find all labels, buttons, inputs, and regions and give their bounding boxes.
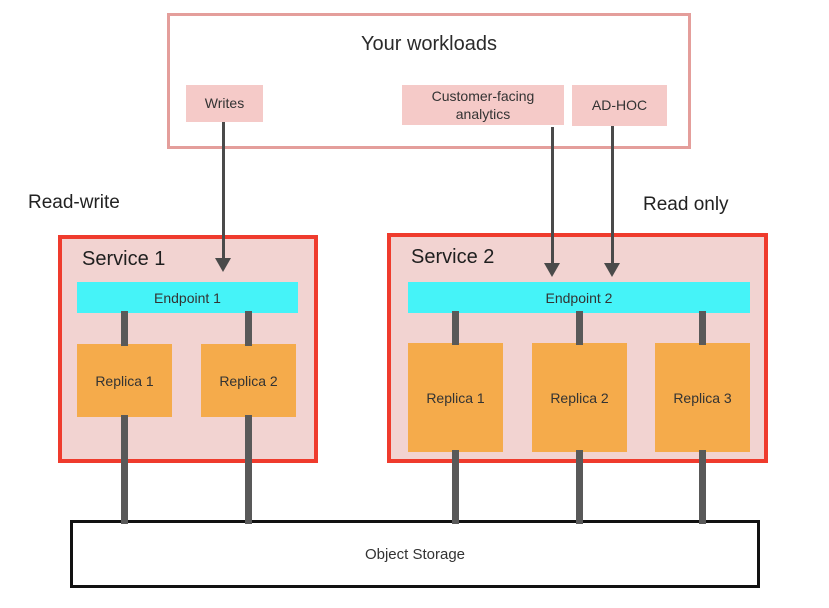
service-1-replica-2: Replica 2	[201, 344, 296, 417]
connector-s2-replica2-storage	[576, 450, 583, 524]
connector-s2-replica3-storage	[699, 450, 706, 524]
workloads-title: Your workloads	[360, 33, 497, 55]
service-2-replica-1: Replica 1	[408, 343, 503, 452]
service-2-endpoint: Endpoint 2	[408, 282, 750, 313]
connector-s1-replica2-storage	[245, 415, 252, 524]
workload-item-adhoc: AD-HOC	[572, 85, 667, 126]
object-storage-label: Object Storage	[364, 545, 466, 563]
zone-label-read-only: Read only	[643, 194, 729, 215]
workload-item-writes: Writes	[186, 85, 263, 122]
connector-s2-endpoint-replica2	[576, 311, 583, 345]
arrow-adhoc-head-icon	[604, 263, 620, 277]
connector-s1-replica1-storage	[121, 415, 128, 524]
connector-s2-replica1-storage	[452, 450, 459, 524]
connector-s2-endpoint-replica3	[699, 311, 706, 345]
workloads-box	[167, 13, 691, 149]
zone-label-read-write: Read-write	[28, 192, 120, 213]
arrow-adhoc-line	[611, 126, 614, 265]
service-1-replica-1: Replica 1	[77, 344, 172, 417]
service-1-endpoint: Endpoint 1	[77, 282, 298, 313]
object-storage-box: Object Storage	[70, 520, 760, 588]
connector-s1-endpoint-replica2	[245, 311, 252, 346]
arrow-writes-head-icon	[215, 258, 231, 272]
service-1-title: Service 1	[82, 248, 166, 270]
arrow-writes-line	[222, 122, 225, 260]
connector-s2-endpoint-replica1	[452, 311, 459, 345]
workload-item-analytics: Customer-facing analytics	[402, 85, 564, 125]
arrow-analytics-head-icon	[544, 263, 560, 277]
service-2-replica-2: Replica 2	[532, 343, 627, 452]
service-2-title: Service 2	[411, 246, 495, 268]
arrow-analytics-line	[551, 127, 554, 265]
service-2-replica-3: Replica 3	[655, 343, 750, 452]
connector-s1-endpoint-replica1	[121, 311, 128, 346]
